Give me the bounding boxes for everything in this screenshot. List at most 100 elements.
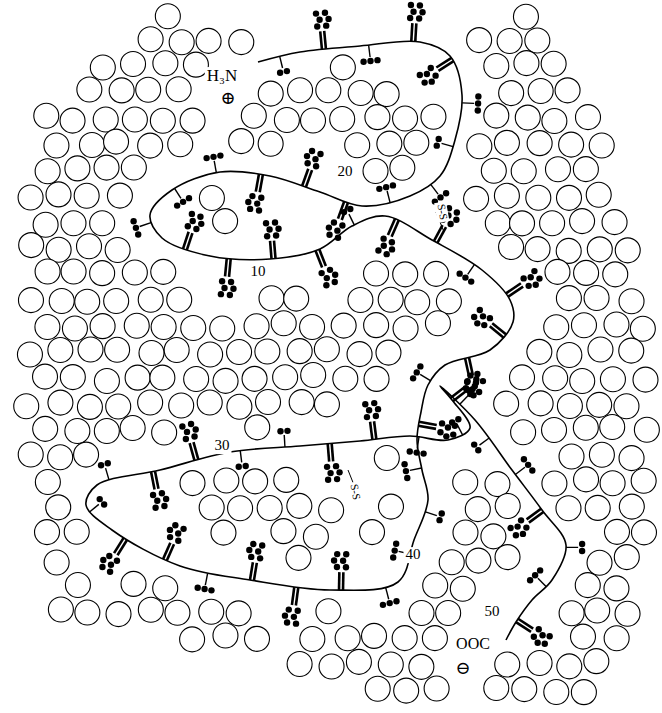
- water-molecule: [229, 129, 254, 154]
- water-molecule: [544, 680, 569, 705]
- water-molecule: [604, 312, 629, 337]
- water-molecule: [166, 77, 191, 102]
- atom-dot: [272, 219, 278, 225]
- atom-dot: [322, 10, 328, 16]
- atom-dot: [518, 517, 524, 523]
- water-molecule: [150, 108, 175, 133]
- water-molecule: [229, 30, 254, 55]
- water-molecule: [18, 185, 43, 210]
- water-molecule: [614, 545, 639, 570]
- water-molecule: [180, 627, 205, 652]
- water-molecule: [244, 626, 269, 651]
- water-molecule: [65, 156, 90, 181]
- water-molecule: [316, 599, 341, 624]
- water-molecule: [494, 391, 519, 416]
- small-side-chain: [90, 496, 108, 512]
- atom-dot: [480, 313, 486, 319]
- water-molecule: [409, 601, 434, 626]
- atom-dot: [393, 598, 399, 604]
- atom-dot: [189, 211, 195, 217]
- water-molecule: [273, 365, 298, 390]
- atom-dot: [523, 524, 529, 530]
- large-side-chain: [463, 357, 483, 397]
- small-side-chain: [527, 567, 546, 587]
- atom-dot: [193, 226, 199, 232]
- large-side-chain: [263, 219, 282, 259]
- water-molecule: [484, 54, 509, 79]
- side-chain-bar: [465, 358, 469, 376]
- water-molecule: [495, 545, 520, 570]
- side-chain-stick: [420, 374, 430, 380]
- water-molecule: [514, 51, 539, 76]
- water-molecule: [184, 366, 209, 391]
- side-chain-stick: [566, 547, 578, 548]
- water-molecule: [364, 313, 389, 338]
- side-chain-bar: [437, 227, 446, 243]
- atom-dot: [443, 190, 449, 196]
- water-molecule: [34, 103, 59, 128]
- water-molecule: [421, 104, 446, 129]
- water-molecule: [314, 337, 339, 362]
- water-molecule: [584, 286, 609, 311]
- water-molecule: [365, 676, 390, 701]
- atom-dot: [198, 221, 204, 227]
- atom-dot: [195, 584, 201, 590]
- water-molecule: [333, 366, 358, 391]
- side-chain-bar: [508, 287, 523, 297]
- water-molecule: [436, 600, 461, 625]
- small-side-chain: [277, 428, 290, 447]
- large-side-chain: [313, 10, 332, 50]
- side-chain-bar: [434, 225, 443, 241]
- water-molecule: [138, 390, 163, 415]
- atom-dot: [324, 464, 330, 470]
- water-molecule: [619, 289, 644, 314]
- large-side-chain: [407, 2, 426, 42]
- water-molecule: [497, 29, 522, 54]
- water-molecule: [525, 237, 550, 262]
- water-molecule: [75, 289, 100, 314]
- atom-dot: [163, 496, 169, 502]
- atom-dot: [476, 389, 482, 395]
- atom-dot: [475, 100, 481, 106]
- side-chain-stick: [386, 588, 389, 600]
- water-molecule: [48, 390, 73, 415]
- atom-dot: [424, 71, 430, 77]
- side-chain-bar: [320, 31, 322, 49]
- atom-dot: [183, 436, 189, 442]
- water-molecule: [602, 210, 627, 235]
- atom-dot: [475, 107, 481, 113]
- atom-dot: [273, 232, 279, 238]
- atom-dot: [473, 380, 479, 386]
- atom-dot: [325, 16, 331, 22]
- water-molecule: [467, 28, 492, 53]
- atom-dot: [390, 182, 396, 188]
- water-molecule: [574, 467, 599, 492]
- small-side-chain: [236, 450, 249, 470]
- water-molecule: [138, 597, 163, 622]
- water-molecule: [153, 576, 178, 601]
- atom-dot: [445, 424, 451, 430]
- atom-dot: [340, 557, 346, 563]
- atom-dot: [527, 577, 533, 583]
- water-molecule: [122, 107, 147, 132]
- water-molecule: [77, 394, 102, 419]
- large-side-chain: [99, 538, 127, 575]
- atom-dot: [481, 322, 487, 328]
- atom-dot: [407, 15, 413, 21]
- water-molecule: [499, 234, 524, 259]
- atom-dot: [362, 401, 368, 407]
- atom-dot: [284, 619, 290, 625]
- small-side-chain: [449, 416, 463, 435]
- side-chain-bar: [438, 61, 453, 71]
- water-molecule: [485, 211, 510, 236]
- water-molecule: [346, 649, 371, 674]
- water-molecule: [424, 676, 449, 701]
- side-chain-bar: [490, 326, 504, 337]
- water-molecule: [139, 340, 164, 365]
- atom-dot: [314, 23, 320, 29]
- water-molecule: [494, 183, 519, 208]
- atom-dot: [179, 423, 185, 429]
- atom-dot: [531, 268, 537, 274]
- water-molecule: [376, 340, 401, 365]
- atom-dot: [101, 501, 107, 507]
